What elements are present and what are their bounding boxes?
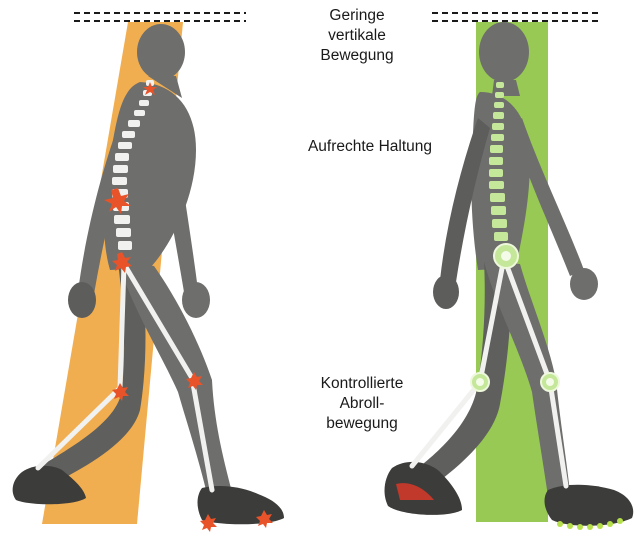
rolling-motion-line-2: Abroll- <box>300 394 424 414</box>
top-dashed-lines-right <box>432 13 602 21</box>
rolling-motion-line-1: Kontrollierte <box>300 374 424 394</box>
posture-label: Aufrechte Haltung <box>284 137 456 157</box>
vertical-motion-line-1: Geringe <box>298 6 416 26</box>
vertical-motion-line-2: vertikale <box>298 26 416 46</box>
rolling-motion-label: Kontrollierte Abroll- bewegung <box>300 374 424 434</box>
poor-gait-figure-group <box>13 13 284 532</box>
good-gait-figure-group <box>385 13 634 530</box>
top-dashed-lines-left <box>74 13 246 21</box>
vertical-motion-line-3: Bewegung <box>298 46 416 66</box>
posture-text: Aufrechte Haltung <box>284 137 456 157</box>
rolling-motion-line-3: bewegung <box>300 414 424 434</box>
vertical-motion-label: Geringe vertikale Bewegung <box>298 6 416 66</box>
